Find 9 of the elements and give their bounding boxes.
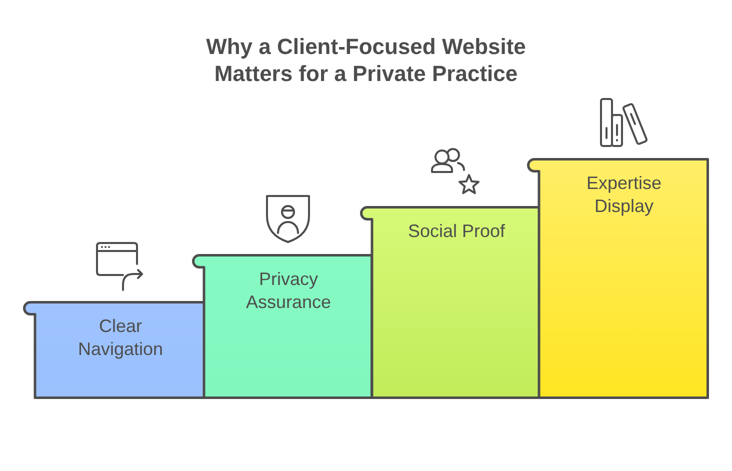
step-label: Expertise Display xyxy=(585,172,663,218)
title: Why a Client-Focused Website Matters for a Private Practice xyxy=(205,33,527,87)
step-label: Clear Navigation xyxy=(76,315,164,361)
step-block xyxy=(527,158,709,399)
step-label: Social Proof xyxy=(408,220,506,243)
step-block xyxy=(23,301,206,399)
step-label: Privacy Assurance xyxy=(244,268,332,314)
step-block xyxy=(360,206,541,399)
step-block xyxy=(192,254,373,399)
